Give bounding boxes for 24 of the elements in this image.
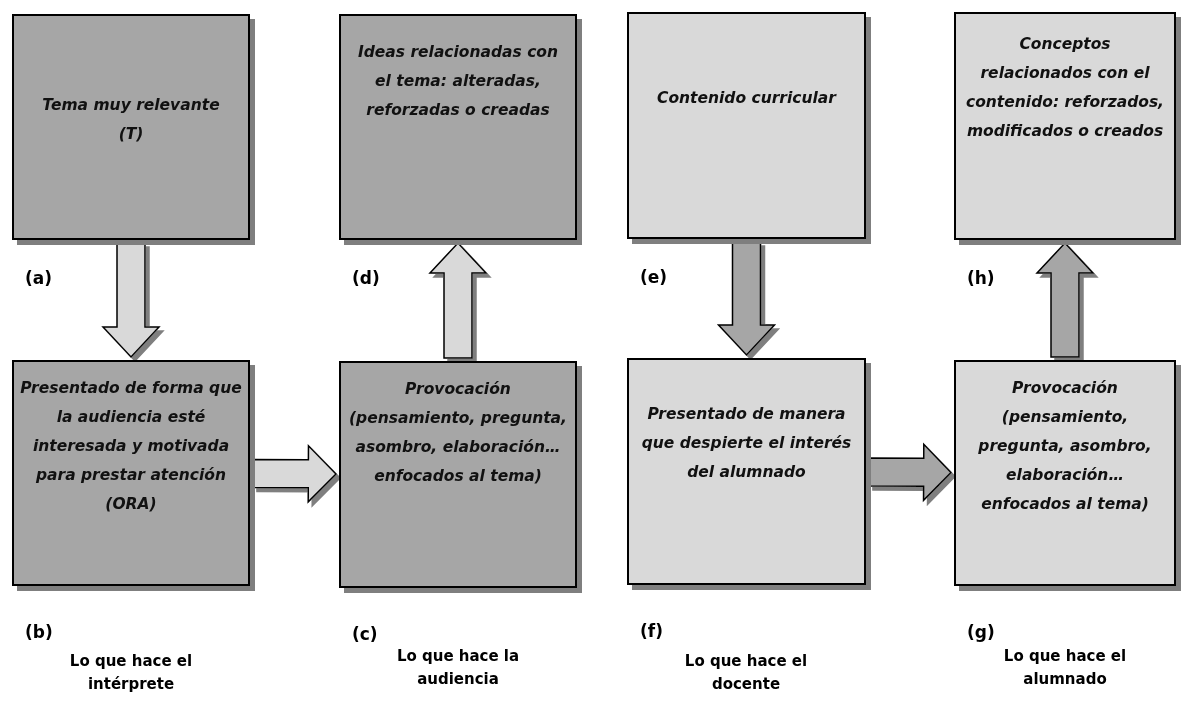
- step-letter: (h): [967, 268, 995, 288]
- block-arrow: [868, 442, 953, 503]
- box-text: Provocación (pensamiento, pregunta, asombro, elaboración… enfocados al tema): [348, 379, 568, 487]
- box-text: Tema muy relevante (T): [42, 95, 220, 145]
- block-arrow: [101, 242, 161, 359]
- box-text: Conceptos relacionados con el contenido: reforzados, modificados o creados: [966, 34, 1164, 142]
- block-arrow: [716, 241, 777, 357]
- step-letter: (f): [640, 621, 663, 641]
- box-text: Contenido curricular: [657, 88, 836, 109]
- step-letter: (e): [640, 267, 668, 287]
- step-letter: (g): [967, 622, 995, 642]
- column-caption: Lo que hace el docente: [683, 651, 809, 695]
- column-caption: Lo que hace el intérprete: [68, 651, 194, 695]
- step-letter: (d): [352, 268, 380, 288]
- step-letter: (a): [25, 268, 52, 288]
- column-caption: Lo que hace la audiencia: [395, 646, 521, 690]
- step-letter: (b): [25, 622, 53, 642]
- box-text: Presentado de forma que la audiencia esté interesada y motivada para prestar atención (ORA): [20, 378, 242, 515]
- box-text: Provocación (pensamiento, pregunta, asombro, elaboración… enfocados al tema): [977, 378, 1153, 515]
- block-arrow: [252, 443, 338, 504]
- box-text: Ideas relacionadas con el tema: alteradas, reforzadas o creadas: [356, 42, 560, 121]
- box-text: Presentado de manera que despierte el interés del alumnado: [640, 404, 853, 483]
- step-letter: (c): [352, 624, 378, 644]
- column-caption: Lo que hace el alumnado: [1002, 646, 1128, 690]
